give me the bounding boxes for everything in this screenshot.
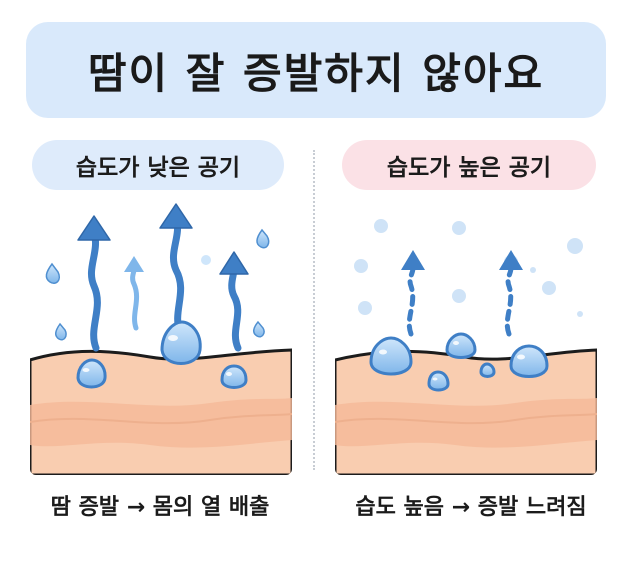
weak-evaporation-arrows xyxy=(406,265,514,337)
sweat-drops xyxy=(76,320,248,389)
sweat-drops xyxy=(369,332,549,392)
low-humidity-caption: 땀 증발 → 몸의 열 배출 xyxy=(50,495,270,520)
arrow-heads xyxy=(77,203,249,275)
page-title: 땀이 잘 증발하지 않아요 xyxy=(87,48,545,98)
humid-air-dots xyxy=(354,219,583,317)
high-humidity-caption: 습도 높음 → 증발 느려짐 xyxy=(355,495,587,520)
title-banner: 땀이 잘 증발하지 않아요 xyxy=(26,22,606,118)
drop-highlights xyxy=(379,341,525,381)
panel-divider xyxy=(313,150,315,470)
drop-highlights xyxy=(82,335,232,376)
skin-line xyxy=(30,413,292,425)
floating-droplet-dot xyxy=(201,255,211,265)
high-humidity-label: 습도가 높은 공기 xyxy=(342,140,596,190)
low-humidity-label: 습도가 낮은 공기 xyxy=(32,140,284,190)
low-humidity-illustration xyxy=(30,203,292,475)
small-arrow xyxy=(130,263,140,331)
floating-droplets xyxy=(45,228,270,341)
arrow-heads xyxy=(401,250,523,270)
skin-line xyxy=(335,413,597,425)
high-humidity-illustration xyxy=(335,219,597,475)
evaporation-arrows xyxy=(87,214,242,352)
small-arrow-head xyxy=(124,256,144,272)
